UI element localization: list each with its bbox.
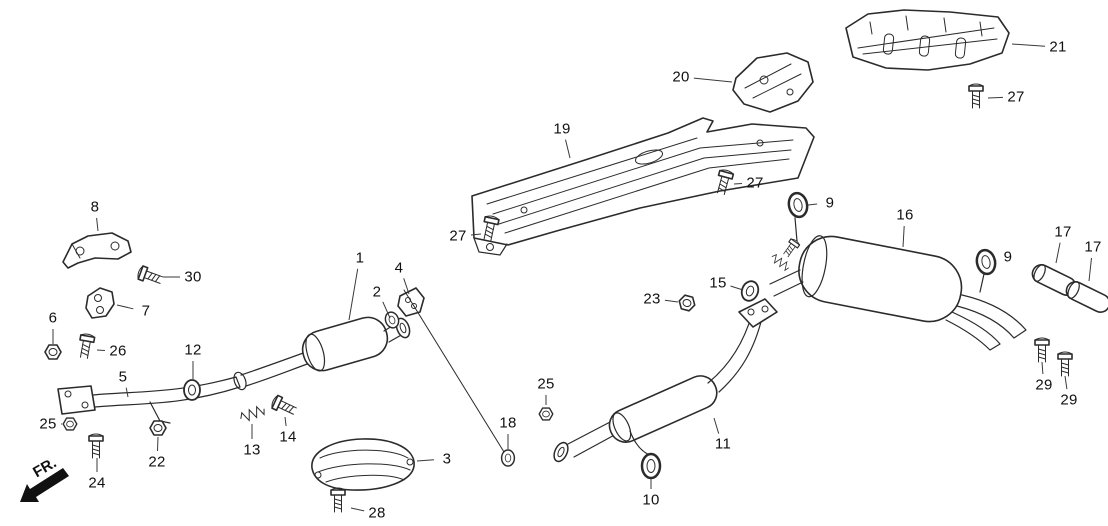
washer-18	[500, 449, 516, 467]
part-label-9: 9	[825, 194, 835, 212]
reference-line	[403, 289, 505, 453]
part-label-27: 27	[746, 174, 764, 192]
part-label-27: 27	[449, 227, 467, 245]
bolt-28	[330, 487, 346, 513]
part-label-27: 27	[1007, 88, 1025, 106]
spring-muffler-mount	[769, 252, 792, 272]
nut-6	[44, 344, 62, 360]
gasket-15	[738, 277, 762, 305]
hanger-bracket-7	[85, 287, 115, 319]
hanger-hook-rear	[979, 273, 985, 293]
part-label-17: 17	[1054, 223, 1072, 241]
part-label-12: 12	[184, 341, 202, 359]
bolt-muffler-mount	[780, 237, 802, 259]
bolt-24	[88, 433, 104, 459]
part-label-26: 26	[109, 342, 127, 360]
bolt-27-rear	[968, 83, 984, 109]
bolt-30	[135, 264, 165, 288]
hanger-bracket-8	[62, 232, 132, 269]
part-label-30: 30	[184, 268, 202, 286]
part-label-3: 3	[442, 450, 452, 468]
part-label-25: 25	[39, 415, 57, 433]
tailpipe-finisher-17-lower	[1065, 281, 1108, 313]
middle-pipe-11	[550, 298, 778, 465]
part-label-6: 6	[48, 309, 58, 327]
part-label-7: 7	[141, 302, 151, 320]
tailpipe-finisher-17-upper	[1031, 264, 1077, 296]
heat-shield-3	[311, 438, 415, 491]
catalytic-converter-1	[233, 316, 404, 391]
part-label-20: 20	[672, 68, 690, 86]
nut-25-front	[62, 417, 78, 431]
part-label-22: 22	[148, 453, 166, 471]
part-label-29: 29	[1060, 391, 1078, 409]
nut-23	[676, 293, 698, 313]
part-label-9: 9	[1003, 248, 1013, 266]
part-label-8: 8	[90, 198, 100, 216]
part-label-25: 25	[537, 375, 555, 393]
part-label-24: 24	[88, 474, 106, 492]
nut-22	[149, 420, 167, 436]
bolt-26	[76, 332, 96, 360]
heat-cover-20	[732, 52, 814, 113]
bolt-14	[269, 393, 299, 419]
part-label-13: 13	[243, 441, 261, 459]
part-label-14: 14	[279, 428, 297, 446]
hanger-ring-9-rear	[973, 247, 999, 277]
part-label-29: 29	[1035, 376, 1053, 394]
spring-13	[238, 403, 267, 424]
part-label-18: 18	[499, 414, 517, 432]
part-label-4: 4	[394, 259, 404, 277]
nut-25-middle	[538, 407, 554, 421]
part-label-17: 17	[1084, 238, 1102, 256]
part-label-1: 1	[355, 249, 365, 267]
hanger-ring-9-front	[785, 190, 811, 220]
hanger-ring-10	[640, 452, 662, 480]
part-label-15: 15	[709, 274, 727, 292]
part-label-23: 23	[643, 290, 661, 308]
part-label-11: 11	[714, 435, 732, 453]
part-label-10: 10	[642, 491, 660, 509]
muffler-16	[769, 217, 1027, 351]
fr-direction-arrow: FR.	[20, 454, 69, 502]
part-label-19: 19	[553, 120, 571, 138]
heat-plate-21	[845, 9, 1010, 71]
heat-baffle-19	[471, 117, 815, 256]
gasket-12	[183, 379, 201, 401]
part-label-21: 21	[1049, 38, 1067, 56]
part-label-2: 2	[372, 283, 382, 301]
leader-lines	[52, 43, 1092, 512]
front-pipe-5	[57, 376, 241, 424]
part-label-5: 5	[118, 368, 128, 386]
bolt-29-lower	[1057, 351, 1073, 377]
part-label-16: 16	[896, 206, 914, 224]
part-label-28: 28	[368, 504, 386, 522]
bolt-29-upper	[1034, 337, 1050, 363]
